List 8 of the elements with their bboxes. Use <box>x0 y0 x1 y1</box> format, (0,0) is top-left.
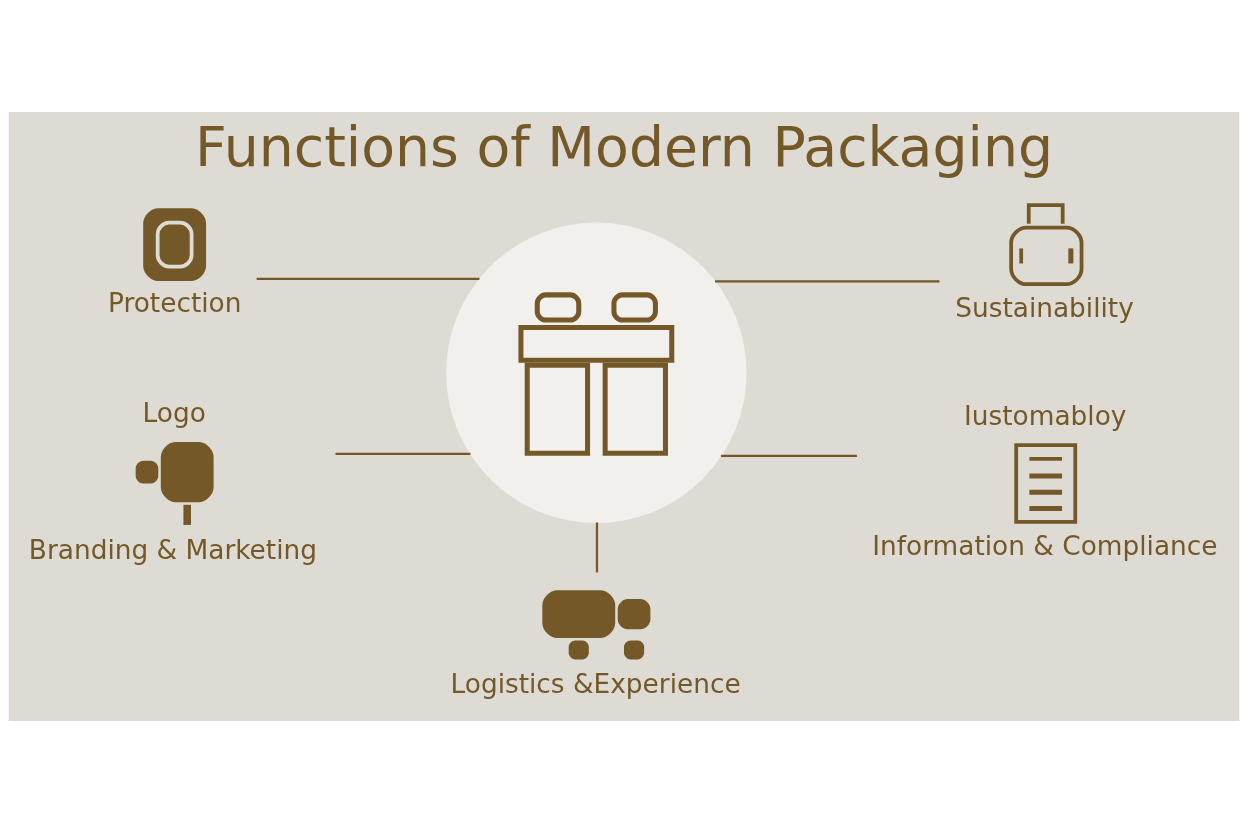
node-label: Branding & Marketing <box>28 534 317 565</box>
node-label: Protection <box>108 287 242 318</box>
diagram-title: Functions of Modern Packaging <box>194 114 1054 179</box>
node-label: Information & Compliance <box>872 530 1218 561</box>
node-label: Logo <box>142 397 206 428</box>
node-label: Logistics &Experience <box>450 668 741 699</box>
node-label: Sustainability <box>955 292 1134 323</box>
node-label: Iustomabloy <box>964 400 1127 431</box>
